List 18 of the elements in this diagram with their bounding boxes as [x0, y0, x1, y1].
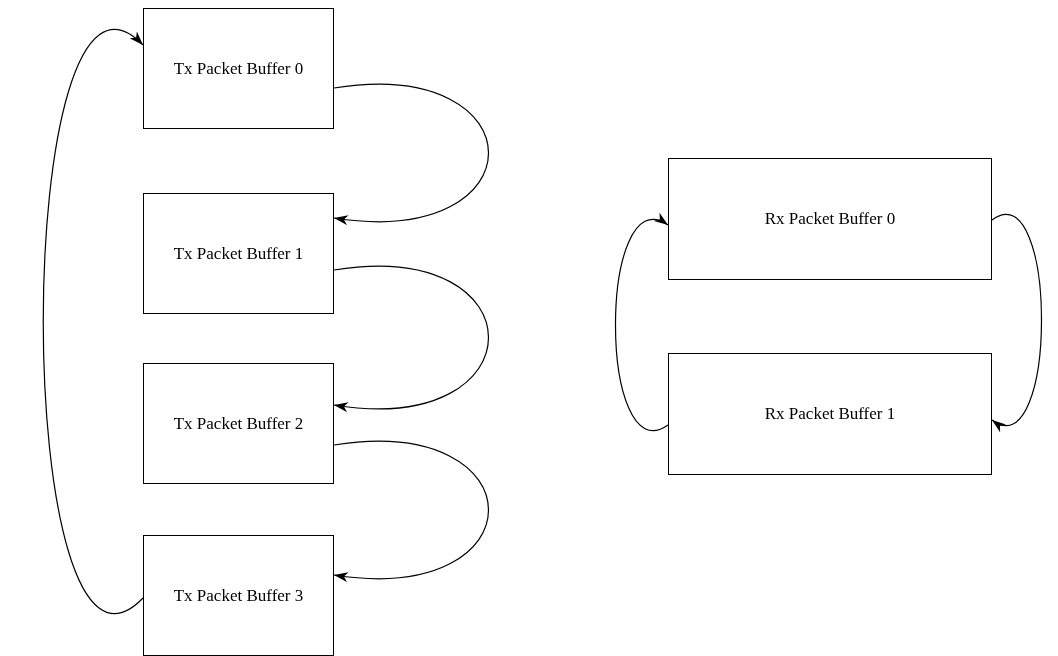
curved-arrow: [42, 28, 144, 615]
buffer-label: Rx Packet Buffer 0: [764, 209, 896, 229]
curved-arrow: [333, 440, 490, 582]
buffer-box: [668, 353, 992, 475]
buffer-box: [143, 363, 334, 484]
curved-arrow: [991, 213, 1043, 430]
buffer-label: Tx Packet Buffer 1: [173, 243, 304, 264]
curved-arrow: [333, 265, 490, 412]
curved-arrow: [614, 215, 669, 432]
buffer-box: [668, 158, 992, 280]
buffer-label: Tx Packet Buffer 0: [173, 58, 304, 79]
buffer-label: Tx Packet Buffer 3: [173, 585, 304, 606]
buffer-label: Rx Packet Buffer 1: [764, 404, 896, 424]
buffer-label: Tx Packet Buffer 2: [173, 413, 304, 434]
buffer-box: [143, 193, 334, 314]
buffer-box: [143, 8, 334, 129]
buffer-box: [143, 535, 334, 656]
curved-arrow: [333, 83, 490, 225]
